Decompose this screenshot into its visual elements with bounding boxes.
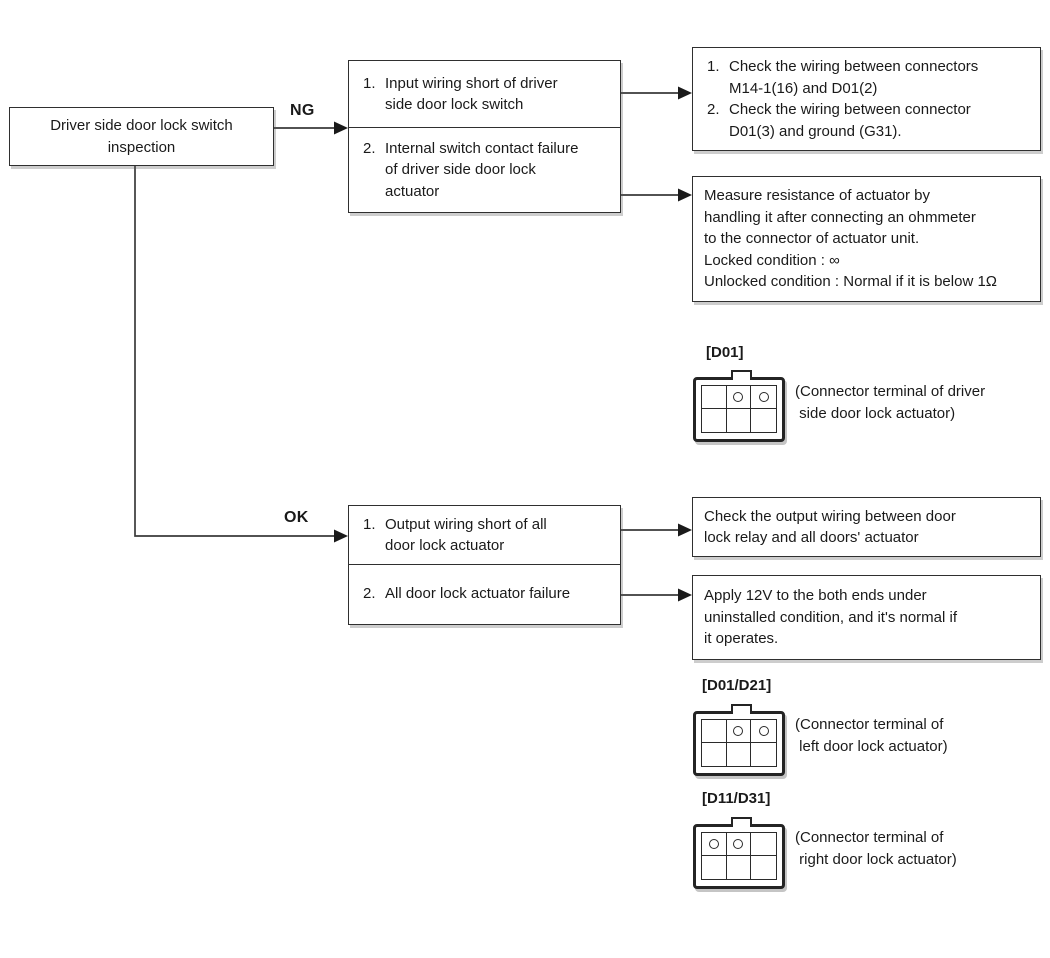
connector-pin-icon	[708, 839, 719, 849]
connector-d11-d31-tab	[731, 817, 752, 827]
apply-12v-box: Apply 12V to the both ends under uninsta…	[692, 575, 1041, 660]
arrowhead-wiring	[678, 86, 692, 100]
connector-cell	[702, 743, 727, 766]
connector-pin-icon	[733, 839, 744, 849]
connector-d01-d21-pin-grid	[701, 719, 777, 767]
ok-cause-1-number: 1.	[363, 515, 376, 533]
start-box: Driver side door lock switch inspection	[9, 107, 274, 166]
connector-d11-d31-diagram	[693, 817, 785, 889]
connector-pin-icon	[758, 392, 769, 402]
ng-causes-box: 1. Input wiring short of driver side doo…	[348, 60, 621, 213]
arrowhead-ok	[334, 529, 348, 543]
check-wiring-2-text: Check the wiring between connector D01(3…	[729, 101, 971, 140]
ng-cause-1-number: 1.	[363, 74, 376, 92]
connector-d01-tab	[731, 370, 752, 380]
ok-cause-2-text: All door lock actuator failure	[385, 585, 571, 603]
check-wiring-box: 1. Check the wiring between connectors M…	[692, 47, 1041, 151]
connector-d11-d31-caption: (Connector terminal of right door lock a…	[795, 829, 957, 868]
check-wiring-1-number: 1.	[707, 58, 720, 75]
apply-12v-text: Apply 12V to the both ends under uninsta…	[704, 587, 958, 648]
connector-d01-pin-grid	[701, 385, 777, 433]
ng-cause-2-text: Internal switch contact failure of drive…	[385, 139, 579, 200]
connector-pin-icon	[733, 726, 744, 736]
ok-cause-1-text: Output wiring short of all door lock act…	[385, 515, 547, 555]
connector-d01-d21-tab	[731, 704, 752, 714]
ng-cause-1: 1. Input wiring short of driver side doo…	[349, 61, 620, 127]
ok-cause-2-number: 2.	[363, 585, 376, 603]
measure-resistance-box: Measure resistance of actuator by handli…	[692, 176, 1041, 302]
connector-d11-d31-pin-grid	[701, 832, 777, 880]
connector-cell	[751, 409, 776, 432]
connector-pin-icon	[758, 726, 769, 736]
connector-cell	[726, 386, 752, 409]
connector-cell	[751, 386, 776, 409]
check-wiring-2-number: 2.	[707, 101, 720, 118]
connector-d01-diagram	[693, 370, 785, 442]
connector-cell	[702, 720, 727, 743]
check-output-wiring-text: Check the output wiring between door loc…	[704, 507, 956, 547]
connector-cell	[727, 743, 752, 766]
ng-cause-2: 2. Internal switch contact failure of dr…	[349, 127, 620, 212]
connector-cell	[751, 856, 776, 879]
connector-cell	[702, 833, 727, 856]
arrowhead-apply-12v	[678, 588, 692, 602]
check-wiring-1-text: Check the wiring between connectors M14-…	[729, 58, 979, 97]
connector-d01-d21-diagram	[693, 704, 785, 776]
measure-resistance-text: Measure resistance of actuator by handli…	[704, 187, 998, 291]
connector-cell	[751, 833, 776, 856]
connector-cell	[751, 743, 776, 766]
ok-branch-label: OK	[284, 509, 309, 526]
ng-cause-2-number: 2.	[363, 139, 376, 157]
connector-cell	[727, 409, 752, 432]
connector-cell	[702, 409, 727, 432]
start-box-text: Driver side door lock switch inspection	[50, 117, 233, 156]
connector-cell	[727, 856, 752, 879]
flow-line-trunk-ok	[134, 166, 336, 537]
connector-pin-icon	[733, 392, 744, 402]
arrowhead-resistance	[678, 188, 692, 202]
connector-cell	[751, 720, 776, 743]
check-output-wiring-box: Check the output wiring between door loc…	[692, 497, 1041, 557]
connector-cell	[726, 833, 752, 856]
connector-d01-caption: (Connector terminal of driver side door …	[795, 383, 986, 422]
ok-cause-2: 2. All door lock actuator failure	[349, 564, 620, 623]
connector-d11-d31-label: [D11/D31]	[702, 790, 771, 807]
arrowhead-ng	[334, 121, 348, 135]
ng-cause-1-text: Input wiring short of driver side door l…	[385, 74, 558, 114]
connector-cell	[702, 386, 727, 409]
ok-causes-box: 1. Output wiring short of all door lock …	[348, 505, 621, 625]
connector-cell	[702, 856, 727, 879]
connector-d01-label: [D01]	[706, 344, 744, 361]
connector-cell	[726, 720, 752, 743]
ng-branch-label: NG	[290, 102, 315, 119]
connector-d01-d21-caption: (Connector terminal of left door lock ac…	[795, 716, 948, 755]
ok-cause-1: 1. Output wiring short of all door lock …	[349, 506, 620, 564]
connector-d01-d21-label: [D01/D21]	[702, 677, 772, 694]
arrowhead-output-check	[678, 523, 692, 537]
